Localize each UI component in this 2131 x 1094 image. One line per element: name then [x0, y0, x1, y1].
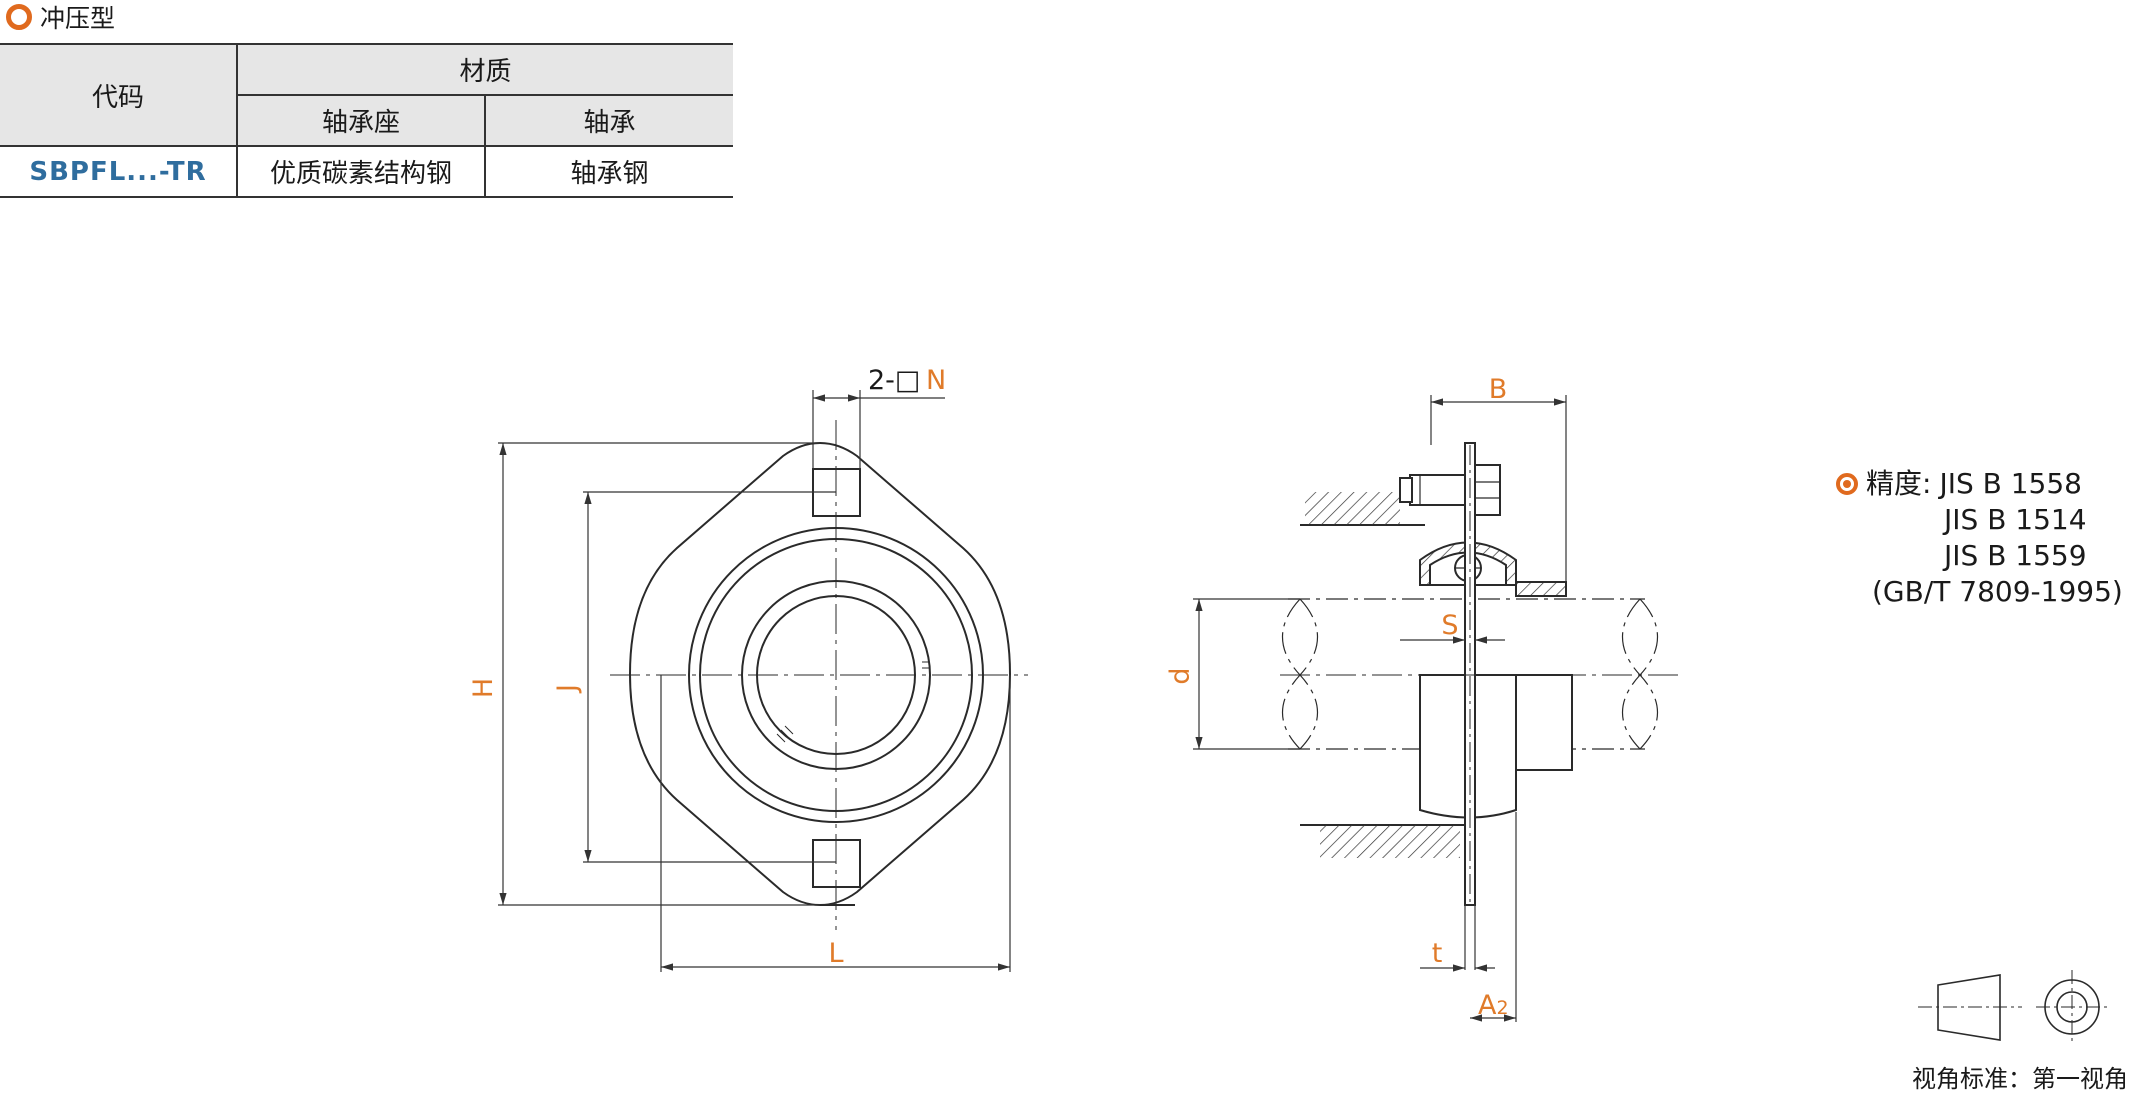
housing-header: 轴承座	[237, 95, 486, 147]
dim-t-label: t	[1432, 938, 1443, 969]
bearing-header: 轴承	[485, 95, 733, 147]
flange-plate	[1464, 442, 1476, 906]
view-standard: 视角标准：第一视角	[1912, 1065, 2128, 1093]
seal-marks	[776, 661, 930, 743]
precision-label: 精度:	[1866, 467, 1932, 500]
precision-block: 精度: JIS B 1558 JIS B 1514 JIS B 1559 (GB…	[1836, 466, 2123, 610]
shaft-collar	[1515, 581, 1567, 597]
dim-A2-base: A	[1478, 990, 1497, 1021]
lower-wall-hatch	[1320, 825, 1460, 858]
dim-A2-sub: 2	[1496, 997, 1508, 1019]
bearing-material-cell: 轴承钢	[485, 146, 733, 198]
dim-d-label: d	[1165, 667, 1196, 684]
precision-standard-4: (GB/T 7809-1995)	[1872, 575, 2123, 608]
front-view	[610, 420, 1028, 930]
precision-standard-3: JIS B 1559	[1944, 539, 2087, 572]
projection-cone	[1937, 974, 2001, 1041]
section-title: 冲压型	[6, 2, 116, 33]
precision-standard-2: JIS B 1514	[1944, 503, 2087, 536]
precision-row: 精度: JIS B 1558	[1836, 466, 2123, 502]
side-view	[1280, 442, 1680, 906]
bolt-shank	[1409, 474, 1466, 506]
material-header: 材质	[237, 43, 733, 96]
dim-S-label: S	[1441, 610, 1458, 641]
bolt-head	[1474, 464, 1501, 516]
section-title-text: 冲压型	[40, 4, 116, 33]
front-dimensions	[498, 390, 1011, 972]
table-subheader-row: 轴承座 轴承	[0, 95, 733, 147]
code-cell: SBPFL...-TR	[0, 146, 238, 198]
projection-symbol	[1918, 970, 2108, 1044]
housing-material-cell: 优质碳素结构钢	[237, 146, 486, 198]
dim-J-label: J	[552, 684, 583, 694]
code-header: 代码	[0, 43, 238, 147]
hole-count-label: 2-□	[868, 365, 920, 396]
housing-step	[1515, 674, 1573, 771]
table-header-row: 代码 材质	[0, 43, 733, 147]
front-centerlines	[610, 420, 1028, 930]
table-row: SBPFL...-TR 优质碳素结构钢 轴承钢	[0, 146, 733, 198]
side-dimensions	[1193, 395, 1567, 1022]
precision-standard-1: JIS B 1558	[1939, 467, 2082, 500]
upper-wall-hatch	[1305, 492, 1400, 525]
target-icon	[1836, 473, 1858, 495]
dim-B-label: B	[1489, 374, 1508, 405]
dim-H-label: H	[468, 678, 499, 698]
dim-L-label: L	[828, 938, 843, 969]
dim-N-label: N	[926, 365, 946, 396]
bolt-tip	[1399, 477, 1413, 503]
flange-outline	[628, 441, 1012, 906]
ring-icon	[6, 4, 32, 30]
dim-A2-label: A2	[1478, 990, 1509, 1021]
material-table: 代码 材质 轴承座 轴承 SBPFL...-TR 优质碳素结构钢 轴承钢	[0, 43, 733, 198]
